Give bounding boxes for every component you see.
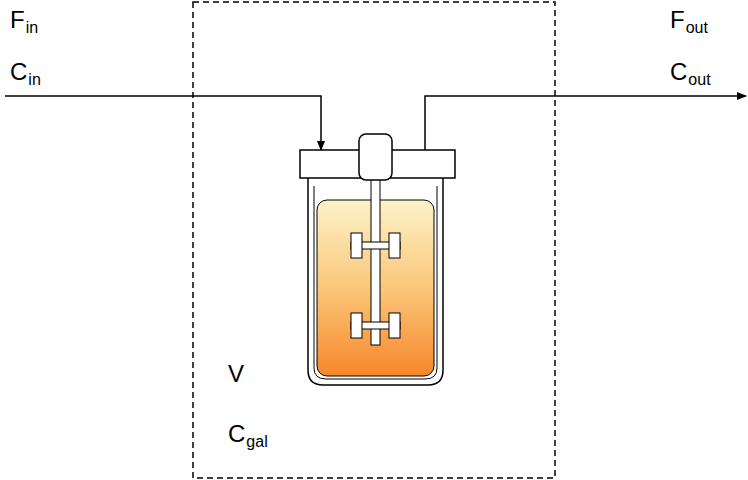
variable-subscript: out — [688, 72, 710, 88]
motor — [359, 134, 392, 180]
variable-subscript: in — [28, 72, 40, 88]
control-volume — [193, 2, 555, 478]
variable-name: C — [228, 422, 245, 446]
variable-name: C — [10, 60, 27, 84]
variable-name: V — [228, 362, 244, 386]
outlet-stream — [425, 96, 746, 150]
variable-name: C — [670, 60, 687, 84]
variable-subscript: gal — [246, 434, 267, 450]
inlet-stream — [5, 96, 321, 150]
variable-subscript: in — [26, 20, 38, 36]
variable-subscript: out — [686, 20, 708, 36]
impeller — [351, 233, 400, 338]
variable-name: F — [10, 8, 25, 32]
variable-name: F — [670, 8, 685, 32]
shaft — [371, 165, 380, 345]
